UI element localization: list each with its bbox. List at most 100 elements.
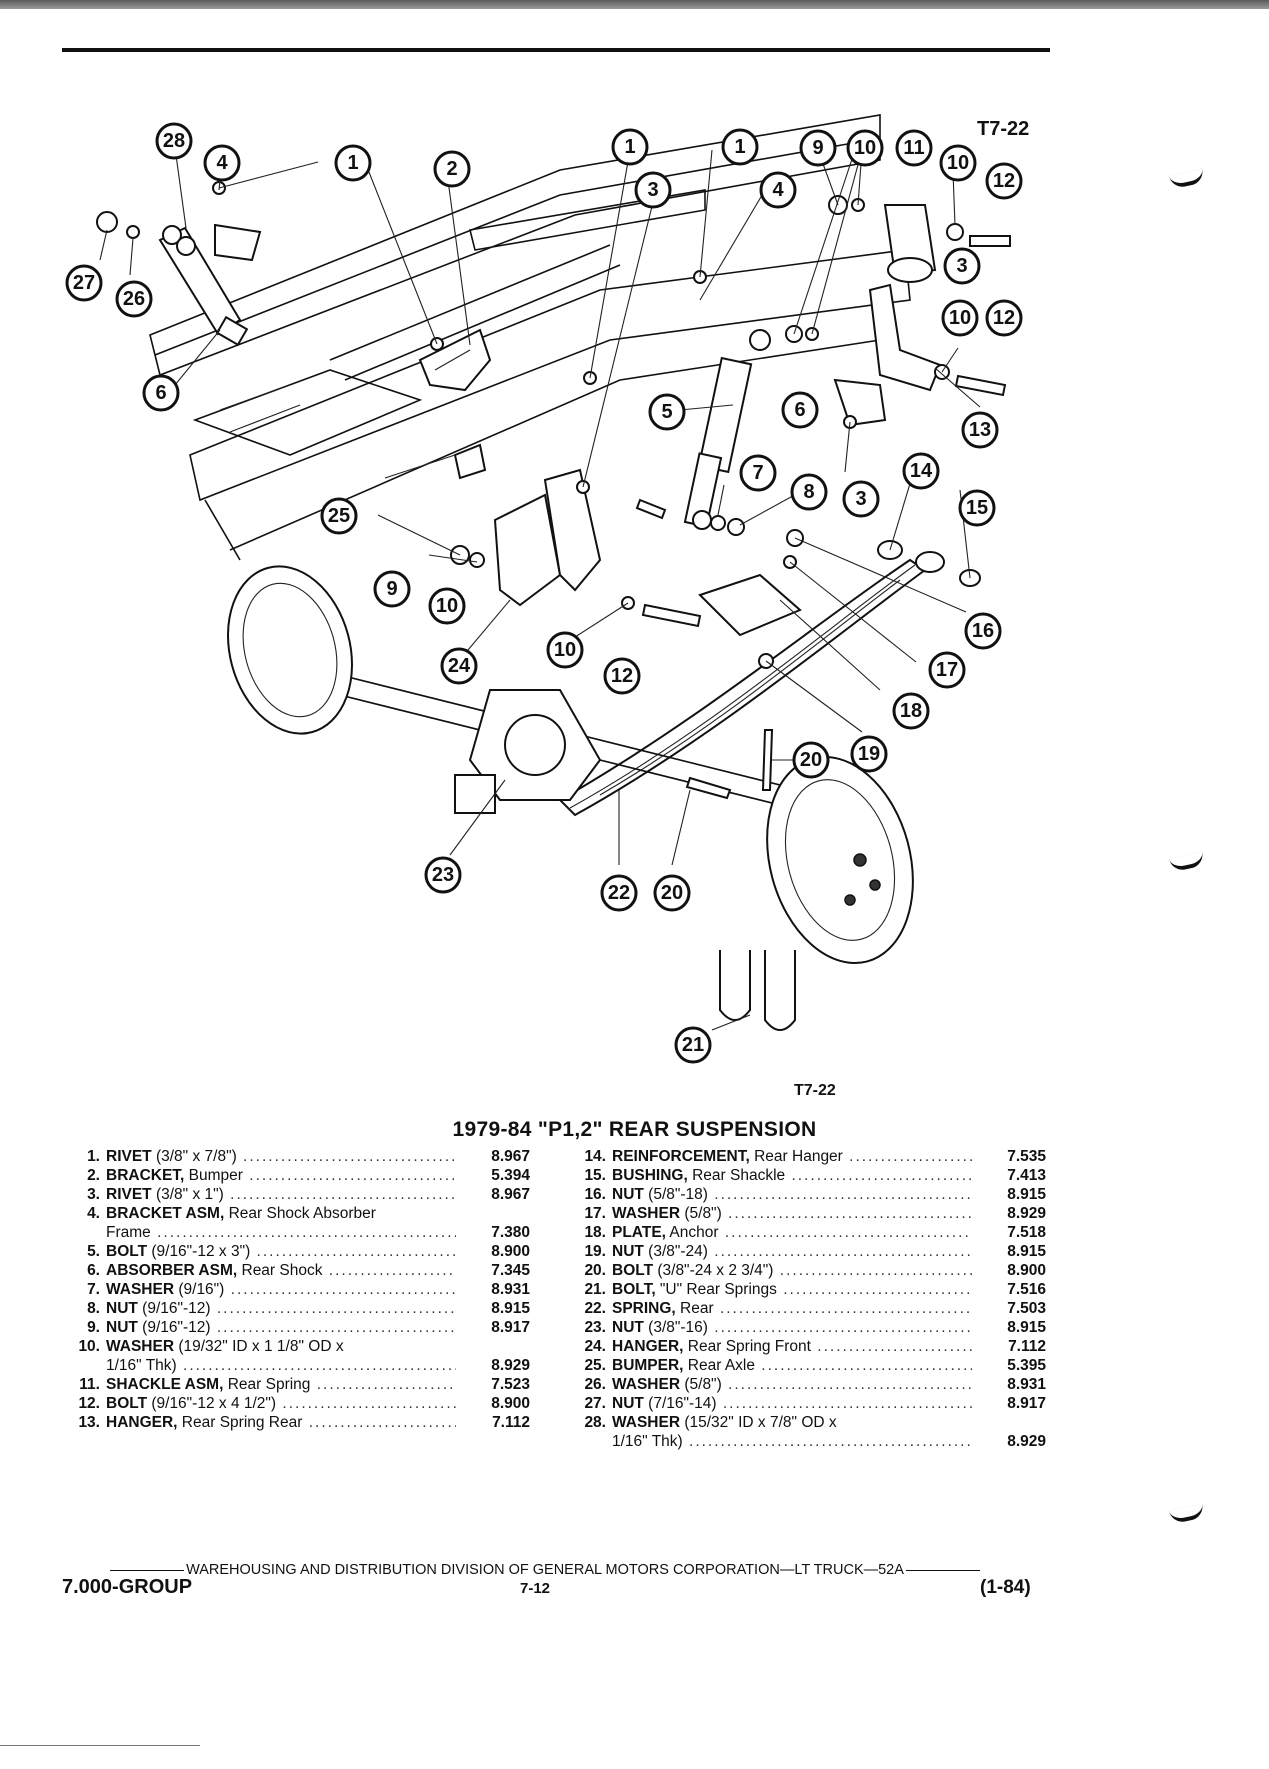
part-name: NUT: [106, 1300, 138, 1317]
part-detail: (9/16"-12): [137, 1300, 211, 1317]
part-description: ABSORBER ASM, Rear Shock ...............…: [106, 1261, 456, 1280]
part-number: 10.: [78, 1338, 100, 1355]
svg-text:3: 3: [647, 179, 658, 201]
part-detail: Rear Shock: [237, 1262, 323, 1279]
parts-list-row: 4.BRACKET ASM, Rear Shock Absorber: [60, 1204, 530, 1223]
part-detail: (9/16"-12 x 3"): [147, 1243, 251, 1260]
part-name: BUMPER,: [612, 1357, 684, 1374]
part-name: SPRING,: [612, 1300, 676, 1317]
callout-25: 25: [320, 497, 358, 535]
svg-text:4: 4: [216, 152, 228, 174]
part-detail: Bumper: [184, 1167, 243, 1184]
part-detail: 1/16" Thk): [612, 1433, 683, 1450]
part-detail: (15/32" ID x 7/8" OD x: [680, 1414, 837, 1431]
part-description: WASHER (15/32" ID x 7/8" OD x: [612, 1413, 972, 1432]
parts-list-row: 24.HANGER, Rear Spring Front ...........…: [566, 1337, 1046, 1356]
part-description: 1/16" Thk) .............................…: [106, 1356, 456, 1375]
callout-6: 6: [781, 391, 819, 429]
svg-text:5: 5: [661, 401, 672, 423]
part-detail: Rear: [675, 1300, 714, 1317]
part-group-code: 8.967: [491, 1186, 530, 1203]
part-group-code: 8.900: [1007, 1262, 1046, 1279]
part-description: RIVET (3/8" x 1") ......................…: [106, 1185, 456, 1204]
part-detail: (9/16"-12): [137, 1319, 211, 1336]
parts-list-row: 21.BOLT, "U" Rear Springs ..............…: [566, 1280, 1046, 1299]
leader-dots: ........................................…: [714, 1319, 972, 1336]
part-name: WASHER: [612, 1414, 681, 1431]
part-detail: Rear Spring: [223, 1376, 311, 1393]
svg-text:15: 15: [966, 497, 988, 519]
svg-text:24: 24: [448, 655, 471, 677]
part-group-code: 8.915: [491, 1300, 530, 1317]
part-group-code: 8.915: [1007, 1243, 1046, 1260]
leader-dots: ........................................…: [243, 1148, 456, 1165]
part-number: 19.: [584, 1243, 606, 1260]
part-detail: (5/8"-18): [643, 1186, 708, 1203]
part-description: REINFORCEMENT, Rear Hanger .............…: [612, 1147, 972, 1166]
part-group-code: 8.917: [491, 1319, 530, 1336]
part-description: NUT (9/16"-12) .........................…: [106, 1318, 456, 1337]
callout-27: 27: [65, 264, 103, 302]
callout-24: 24: [440, 647, 478, 685]
callout-12: 12: [985, 162, 1023, 200]
part-description: WASHER (9/16") .........................…: [106, 1280, 456, 1299]
wheel-left: [227, 565, 353, 735]
leader-dots: ........................................…: [714, 1186, 972, 1203]
parts-list-row: 28.WASHER (15/32" ID x 7/8" OD x: [566, 1413, 1046, 1432]
svg-text:1: 1: [734, 136, 745, 158]
leader-dots: ........................................…: [779, 1262, 972, 1279]
leader-dots: ........................................…: [256, 1243, 456, 1260]
part-description: SHACKLE ASM, Rear Spring ...............…: [106, 1375, 456, 1394]
part-group-code: 8.915: [1007, 1186, 1046, 1203]
leader-dots: ........................................…: [216, 1300, 456, 1317]
leader-dots: ........................................…: [328, 1262, 456, 1279]
part-name: ABSORBER ASM,: [106, 1262, 238, 1279]
part-name: SHACKLE ASM,: [106, 1376, 224, 1393]
part-detail: Rear Axle: [683, 1357, 755, 1374]
part-detail: (3/8" x 7/8"): [151, 1148, 237, 1165]
svg-text:10: 10: [436, 595, 458, 617]
svg-text:12: 12: [993, 170, 1015, 192]
svg-text:1: 1: [624, 136, 635, 158]
part-name: HANGER,: [612, 1338, 684, 1355]
part-description: WASHER (5/8") ..........................…: [612, 1375, 972, 1394]
part-detail: (5/8"): [680, 1376, 722, 1393]
svg-text:6: 6: [794, 399, 805, 421]
footer-group: 7.000-GROUP: [62, 1576, 193, 1598]
header-rule: [62, 48, 1050, 52]
callout-15: 15: [958, 489, 996, 527]
leader-dots: ........................................…: [714, 1243, 972, 1260]
svg-text:20: 20: [661, 882, 683, 904]
part-name: REINFORCEMENT,: [612, 1148, 750, 1165]
callout-9: 9: [373, 570, 411, 608]
part-number: 3.: [87, 1186, 100, 1203]
part-group-code: 7.112: [492, 1414, 530, 1431]
part-name: BUSHING,: [612, 1167, 688, 1184]
part-name: NUT: [612, 1243, 644, 1260]
part-group-code: 5.394: [491, 1167, 530, 1184]
parts-list-row: 18.PLATE, Anchor .......................…: [566, 1223, 1046, 1242]
leader-dots: ........................................…: [316, 1376, 456, 1393]
part-detail: 1/16" Thk): [106, 1357, 177, 1374]
u-bolts: [719, 950, 796, 1031]
part-group-code: 8.929: [1007, 1205, 1046, 1222]
callout-2: 2: [433, 150, 471, 188]
callout-20: 20: [653, 874, 691, 912]
part-group-code: 8.900: [491, 1243, 530, 1260]
part-detail: (9/16"): [174, 1281, 225, 1298]
part-description: BRACKET ASM, Rear Shock Absorber: [106, 1204, 456, 1223]
part-name: BOLT: [612, 1262, 654, 1279]
part-number: 25.: [584, 1357, 606, 1374]
parts-list-row: 19.NUT (3/8"-24) .......................…: [566, 1242, 1046, 1261]
part-detail: Rear Spring Front: [683, 1338, 811, 1355]
part-description: NUT (9/16"-12) .........................…: [106, 1299, 456, 1318]
part-number: 20.: [584, 1262, 606, 1279]
parts-list-row: 1.RIVET (3/8" x 7/8") ..................…: [60, 1147, 530, 1166]
part-number: 2.: [87, 1167, 100, 1184]
footer-division-line: WAREHOUSING AND DISTRIBUTION DIVISION OF…: [70, 1562, 1020, 1578]
parts-list-right-column: 14.REINFORCEMENT, Rear Hanger ..........…: [566, 1147, 1046, 1451]
leader-dots: ........................................…: [230, 1281, 456, 1298]
parts-list-row: 13.HANGER, Rear Spring Rear ............…: [60, 1413, 530, 1432]
part-description: PLATE, Anchor ..........................…: [612, 1223, 972, 1242]
footer-page-number: 7-12: [520, 1580, 551, 1597]
